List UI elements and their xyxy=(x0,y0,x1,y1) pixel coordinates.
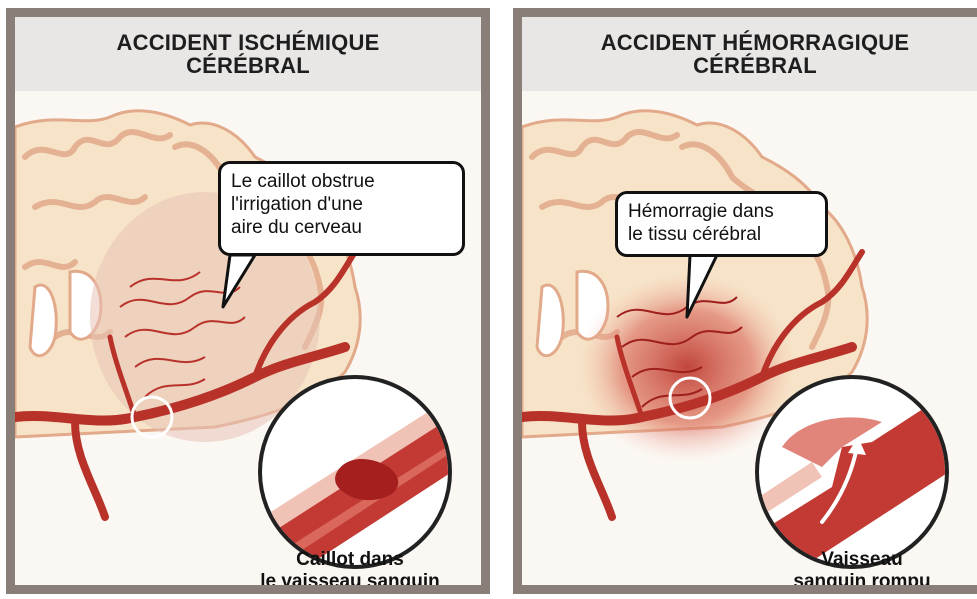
hemorrhagic-brain-illustration xyxy=(522,17,977,585)
callout-line: Le caillot obstrue xyxy=(231,170,452,193)
caption-line: sanguin rompu xyxy=(762,571,962,593)
hemorrhagic-stroke-panel: ACCIDENT HÉMORRAGIQUE CÉRÉBRAL xyxy=(513,8,977,594)
hemorrhagic-caption: Vaisseau sanguin rompu xyxy=(762,549,962,593)
caption-line: Caillot dans xyxy=(215,549,485,571)
callout-line: le tissu cérébral xyxy=(628,223,815,246)
caption-line: Vaisseau xyxy=(762,549,962,571)
ischemic-brain-illustration xyxy=(15,17,481,585)
callout-line: aire du cerveau xyxy=(231,216,452,239)
hemorrhagic-callout: Hémorragie dans le tissu cérébral xyxy=(615,191,828,257)
callout-line: Hémorragie dans xyxy=(628,200,815,223)
ischemic-stroke-panel: ACCIDENT ISCHÉMIQUE CÉRÉBRAL xyxy=(6,8,490,594)
title-line-1: ACCIDENT ISCHÉMIQUE xyxy=(117,31,380,54)
title-line-2: CÉRÉBRAL xyxy=(693,54,817,77)
title-line-2: CÉRÉBRAL xyxy=(186,54,310,77)
panel-title: ACCIDENT ISCHÉMIQUE CÉRÉBRAL xyxy=(15,17,481,91)
ischemic-callout: Le caillot obstrue l'irrigation d'une ai… xyxy=(218,161,465,256)
caption-line: le vaisseau sanguin xyxy=(215,571,485,593)
callout-line: l'irrigation d'une xyxy=(231,193,452,216)
title-line-1: ACCIDENT HÉMORRAGIQUE xyxy=(601,31,910,54)
ischemic-caption: Caillot dans le vaisseau sanguin xyxy=(215,549,485,593)
ventricle xyxy=(30,285,56,356)
panel-title: ACCIDENT HÉMORRAGIQUE CÉRÉBRAL xyxy=(522,17,977,91)
ventricle xyxy=(537,285,563,356)
